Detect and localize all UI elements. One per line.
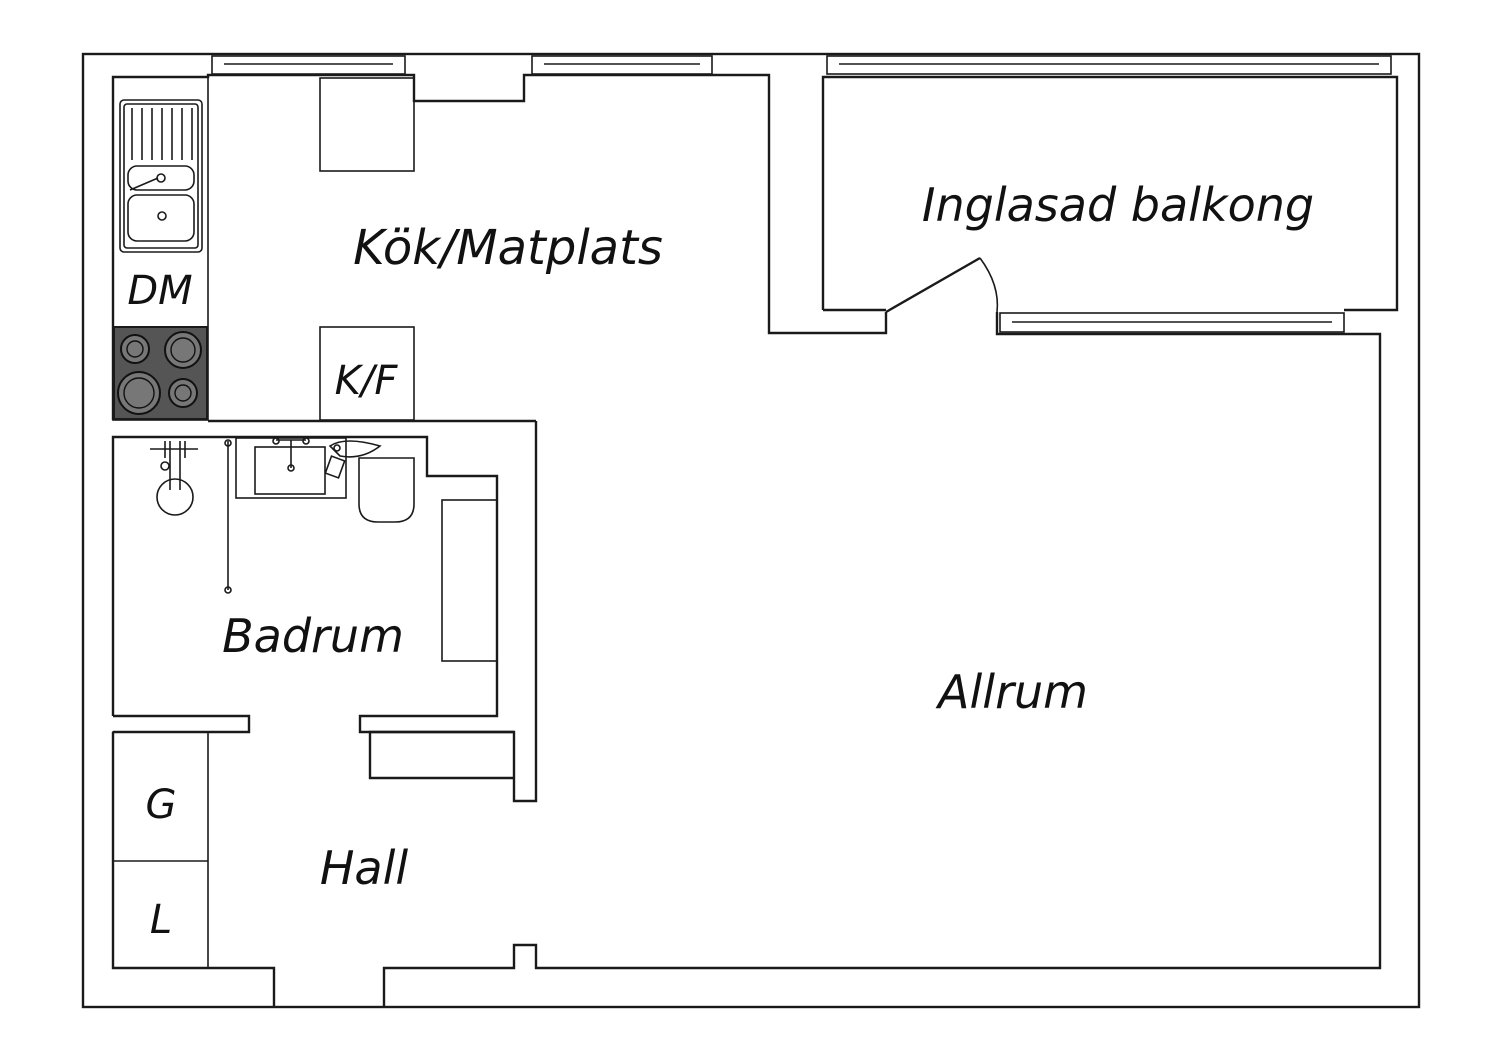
window-kitchen-right (531, 55, 713, 75)
bathroom-door-left-wall (113, 714, 251, 734)
balcony-wall (821, 75, 1399, 312)
bathroom-cabinet (441, 499, 498, 662)
window-living-balcony (999, 312, 1345, 333)
dishwasher-label: DM (127, 268, 192, 314)
fridge-freezer-label: K/F (335, 358, 399, 404)
living-room-wall (382, 312, 1382, 1006)
room-label-kitchen: Kök/Matplats (353, 220, 663, 276)
bathroom-wall (111, 435, 514, 734)
toilet-icon (324, 440, 415, 523)
linen-closet-label: L (150, 897, 172, 943)
room-label-hall: Hall (320, 841, 409, 895)
window-kitchen-left (211, 55, 406, 75)
window-balcony-outer (826, 55, 1392, 75)
kitchen-cabinet-top (319, 77, 415, 172)
washbasin-icon (235, 437, 347, 499)
shower-icon (150, 439, 232, 594)
wardrobe-label: G (146, 782, 177, 828)
room-label-bathroom: Badrum (222, 609, 404, 663)
room-label-balcony: Inglasad balkong (922, 178, 1314, 232)
sink-icon (119, 99, 203, 253)
hall-left-wall (111, 732, 276, 1006)
hall-storage (112, 731, 209, 969)
balcony-door (885, 256, 999, 314)
stove-icon (113, 326, 208, 420)
room-label-living: Allrum (935, 665, 1088, 719)
outer-wall (81, 52, 1421, 1009)
